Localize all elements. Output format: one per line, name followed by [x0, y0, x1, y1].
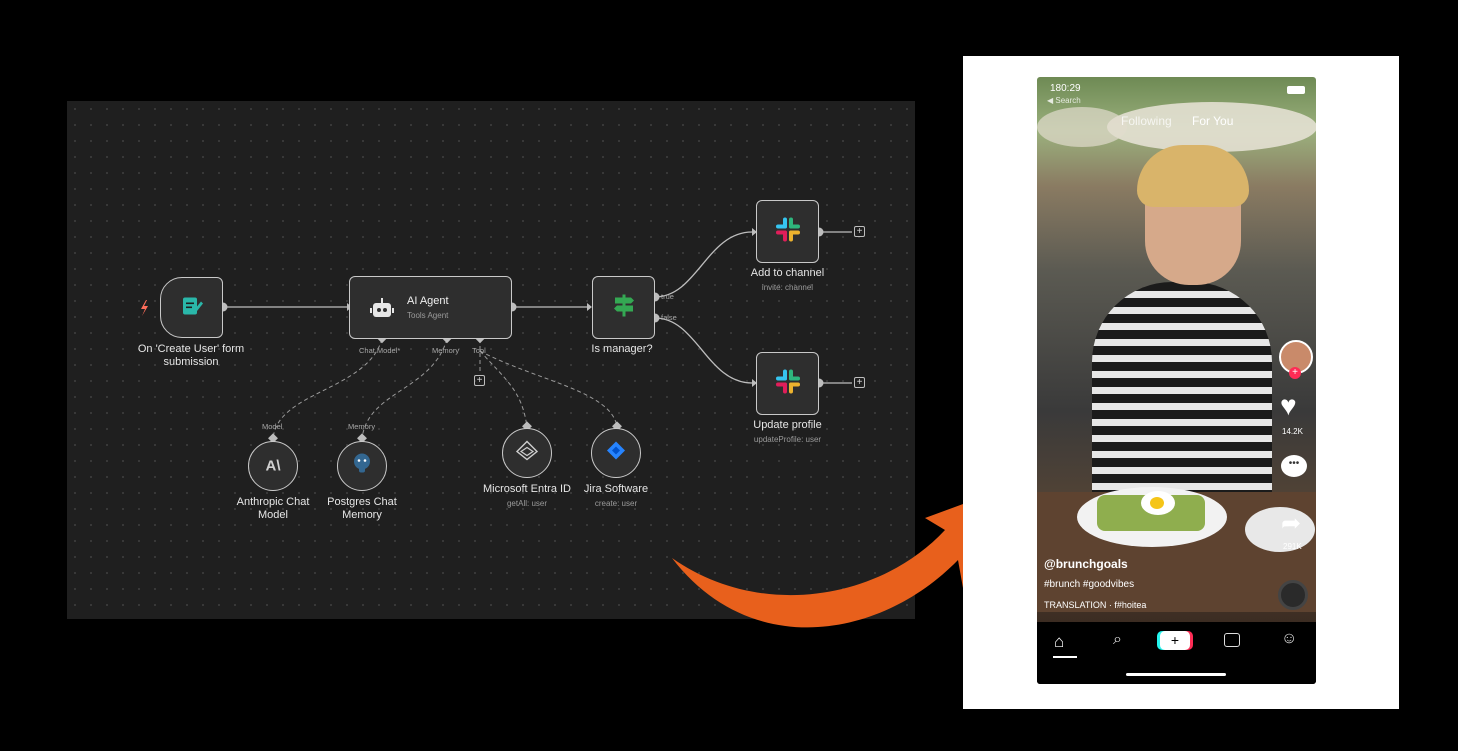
slack-add-label: Add to channel [750, 267, 825, 279]
comment-icon[interactable]: ••• [1281, 455, 1307, 477]
like-count: 14.2K [1282, 427, 1303, 436]
coffee-cup [1245, 507, 1315, 552]
port-model: Model [262, 422, 283, 431]
agent-title: AI Agent [407, 295, 449, 307]
robot-icon [370, 297, 394, 324]
hair [1137, 145, 1249, 207]
postgres-node[interactable] [337, 441, 387, 491]
port-tool: Tool [472, 346, 486, 355]
profile-icon[interactable]: ☺ [1281, 630, 1298, 647]
lightning-icon [141, 300, 148, 316]
hashtags[interactable]: #brunch #goodvibes [1044, 579, 1135, 590]
battery-icon [1287, 86, 1305, 94]
slack-update-subtitle: updateProfile: user [753, 435, 822, 444]
share-count: 291K [1283, 542, 1302, 551]
port-chat-model: Chat Model* [359, 346, 401, 355]
add-after-profile-button[interactable]: + [854, 377, 865, 388]
status-time: 180:29 [1050, 83, 1081, 94]
jira-icon [606, 441, 626, 466]
port-true: true [661, 292, 674, 301]
follow-plus-icon[interactable]: + [1289, 367, 1301, 379]
entra-node[interactable] [502, 428, 552, 478]
entra-label: Microsoft Entra ID [482, 483, 572, 495]
jira-subtitle: create: user [594, 499, 638, 508]
ai-agent-node[interactable]: AI Agent Tools Agent [349, 276, 512, 339]
jira-node[interactable] [591, 428, 641, 478]
yolk [1150, 497, 1164, 509]
jira-label: Jira Software [583, 483, 649, 495]
slack-add-node[interactable] [756, 200, 819, 263]
form-trigger-node[interactable] [160, 277, 223, 338]
add-tool-button[interactable]: + [474, 375, 485, 386]
port-memory: Memory [432, 346, 460, 355]
slack-icon [775, 368, 801, 399]
tab-following[interactable]: Following [1121, 114, 1172, 128]
create-icon[interactable]: + [1160, 631, 1190, 650]
if-node[interactable] [592, 276, 655, 339]
tab-for-you[interactable]: For You [1192, 114, 1234, 128]
username[interactable]: @brunchgoals [1044, 557, 1128, 571]
add-after-channel-button[interactable]: + [854, 226, 865, 237]
slack-update-label: Update profile [753, 419, 822, 431]
slack-icon [775, 216, 801, 247]
slack-update-node[interactable] [756, 352, 819, 415]
connections [141, 227, 852, 444]
translation[interactable]: TRANSLATION · f#hoitea [1044, 600, 1147, 610]
postgres-icon [352, 453, 372, 480]
home-icon[interactable]: ⌂ [1054, 632, 1065, 651]
home-indicator [1126, 673, 1226, 676]
slack-add-subtitle: invite: channel [761, 283, 814, 292]
bottom-nav: ⌂ ⌕ + ☺ [1037, 622, 1316, 684]
home-underline [1053, 656, 1077, 658]
entra-icon [515, 440, 539, 466]
signpost-icon [611, 292, 637, 323]
form-icon [181, 294, 203, 321]
inbox-icon[interactable] [1224, 633, 1240, 647]
heart-icon[interactable]: ♥ [1280, 390, 1297, 421]
share-icon[interactable]: ➦ [1281, 510, 1302, 537]
port-false: false [661, 313, 677, 322]
port-memory-sub: Memory [348, 422, 376, 431]
umbrella [1107, 102, 1316, 152]
anthropic-node[interactable]: A\ [248, 441, 298, 491]
search-icon[interactable]: ⌕ [1113, 631, 1122, 648]
if-label: Is manager? [591, 343, 653, 355]
agent-subtitle: Tools Agent [407, 311, 449, 320]
music-disc-icon[interactable] [1278, 580, 1308, 610]
back-link[interactable]: ◀ Search [1047, 96, 1081, 105]
anthropic-icon: A\ [265, 457, 281, 475]
phone-screen[interactable]: 180:29 ◀ Search Following For You + ♥ 14… [1037, 77, 1316, 684]
entra-subtitle: getAll: user [506, 499, 548, 508]
umbrella-left [1037, 107, 1127, 147]
